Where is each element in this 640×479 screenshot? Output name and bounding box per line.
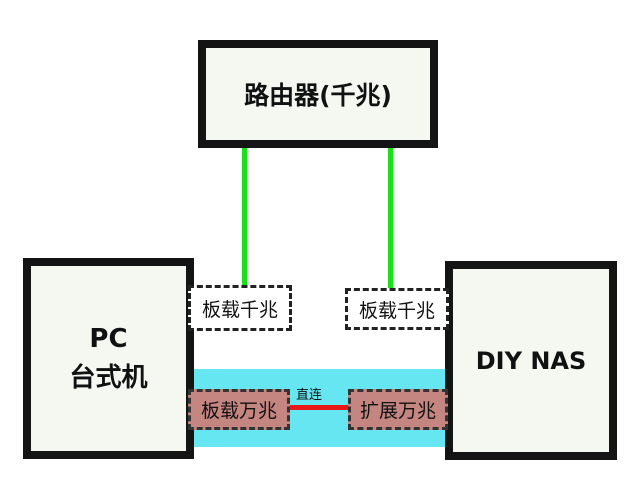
nas-node: DIY NAS — [445, 261, 617, 460]
pc-10g-port: 板载万兆 — [188, 389, 290, 430]
nas-10g-port: 扩展万兆 — [348, 389, 448, 430]
nas-router-link — [388, 148, 393, 290]
pc-gigabit-port-label: 板载千兆 — [201, 298, 278, 321]
nas-10g-port-label: 扩展万兆 — [359, 400, 436, 422]
direct-link-label: 直连 — [296, 388, 323, 403]
router-node: 路由器(千兆) — [198, 40, 438, 148]
nas-label: DIY NAS — [475, 346, 587, 375]
pc-gigabit-port: 板载千兆 — [188, 285, 292, 331]
pc-label-line2: 台式机 — [69, 362, 148, 393]
pc-node: PC 台式机 — [23, 258, 194, 459]
nas-gigabit-port: 板载千兆 — [345, 288, 449, 330]
pc-router-link — [242, 148, 247, 290]
nas-gigabit-port-label: 板载千兆 — [358, 299, 435, 322]
router-label: 路由器(千兆) — [244, 81, 392, 110]
direct-link — [290, 405, 348, 410]
pc-label-line1: PC — [89, 323, 128, 354]
pc-10g-port-label: 板载万兆 — [200, 400, 277, 422]
